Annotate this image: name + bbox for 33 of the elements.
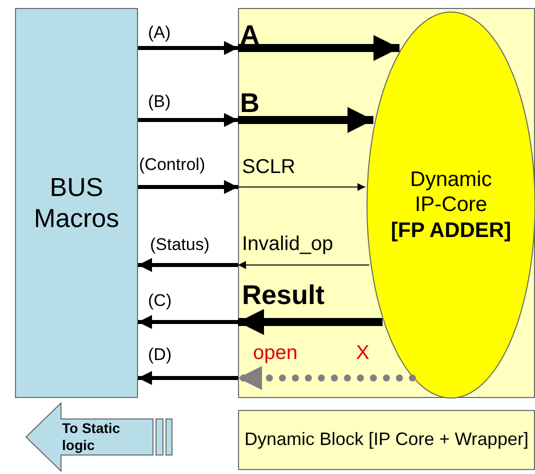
- arrow: [238, 183, 366, 191]
- annotation-text: X: [356, 343, 370, 363]
- block-title: Dynamic IP-Core: [409, 167, 493, 218]
- arrow: [138, 315, 238, 329]
- edge-label: (D): [148, 346, 172, 363]
- arrow-label: To Static logic: [62, 420, 122, 454]
- block-subtitle: [FP ADDER]: [390, 218, 512, 243]
- edge-label: (B): [148, 93, 171, 110]
- edge-label: (C): [148, 292, 172, 309]
- edge-label: A: [240, 22, 260, 49]
- arrow: [138, 180, 238, 194]
- wrapper-block: [238, 8, 535, 398]
- dynamic-block-panel: [238, 410, 535, 470]
- edge-label: (Status): [150, 236, 210, 253]
- edge-label: SCLR: [242, 157, 296, 177]
- block-title: Dynamic Block [IP Core + Wrapper]: [244, 429, 528, 451]
- annotation-text: open: [253, 343, 298, 363]
- edge-label: (A): [148, 24, 171, 41]
- block-title: BUS Macros: [32, 172, 120, 234]
- bus-macro-block: [15, 8, 138, 398]
- edge-label: Invalid_op: [242, 234, 334, 254]
- arrow: [238, 107, 374, 133]
- arrow: [238, 309, 383, 335]
- arrow: [138, 41, 238, 55]
- arrow: [138, 371, 238, 385]
- edge-label: B: [240, 90, 260, 117]
- edge-label: Result: [242, 282, 325, 309]
- arrow: [138, 113, 238, 127]
- block-arrow: [25, 402, 175, 472]
- arrow: [238, 261, 370, 269]
- edge-label: (Control): [139, 156, 206, 173]
- arrow: [238, 35, 400, 61]
- arrow: [138, 258, 238, 272]
